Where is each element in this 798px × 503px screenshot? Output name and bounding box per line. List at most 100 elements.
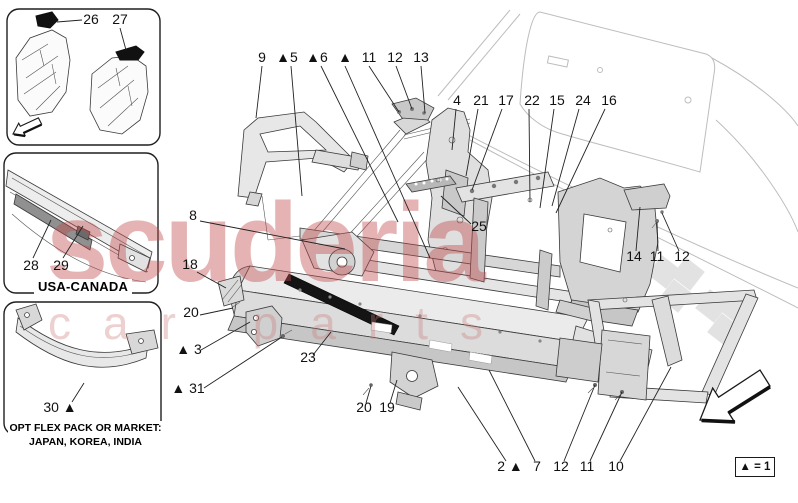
callout-26: 26 bbox=[56, 11, 99, 27]
leader-line bbox=[635, 206, 641, 252]
callout-label: 11 bbox=[650, 248, 665, 264]
big-arrow-icon bbox=[699, 369, 771, 424]
callout-label: 14 bbox=[626, 248, 642, 264]
callout-label: 16 bbox=[601, 92, 617, 108]
part-18-bracket bbox=[217, 275, 245, 307]
leader-line bbox=[465, 108, 479, 177]
callout-label: 18 bbox=[182, 256, 198, 272]
leader-line bbox=[440, 195, 472, 225]
leader-line bbox=[62, 225, 84, 259]
callout-label: 11 bbox=[580, 458, 595, 474]
callout-28: 28 bbox=[23, 219, 52, 273]
leader-line bbox=[395, 65, 413, 110]
leader-line bbox=[56, 19, 83, 23]
leader-line bbox=[71, 382, 85, 403]
callout-21: 21 bbox=[465, 92, 489, 177]
leader-line bbox=[555, 108, 606, 214]
callout-label: 29 bbox=[53, 257, 69, 273]
leader-line bbox=[589, 391, 623, 462]
callout-2: 2 ▲ bbox=[457, 386, 523, 474]
callout-label: 28 bbox=[23, 257, 39, 273]
callout-12b: 12 bbox=[553, 384, 596, 474]
callout-12a: 12 bbox=[387, 49, 413, 110]
part-29-clip bbox=[75, 225, 91, 241]
callout-label: 15 bbox=[549, 92, 565, 108]
leader-line bbox=[551, 108, 580, 207]
opt-flex-caption-line2: JAPAN, KOREA, INDIA bbox=[29, 436, 142, 448]
leader-line bbox=[451, 108, 457, 151]
part-25-perforated-strip bbox=[405, 175, 457, 193]
callout-11c: 11 bbox=[650, 221, 665, 264]
callout-label: 22 bbox=[524, 92, 540, 108]
leader-line bbox=[199, 220, 346, 250]
callout-23: 23 bbox=[300, 331, 332, 365]
leader-line bbox=[312, 331, 332, 356]
part-26-pad bbox=[35, 11, 59, 29]
opt-flex-caption-line1: OPT FLEX PACK OR MARKET: bbox=[9, 422, 162, 434]
leader-line bbox=[32, 219, 52, 259]
callout-19: 19 bbox=[379, 379, 398, 415]
callout-label: 12 bbox=[553, 458, 569, 474]
leader-line bbox=[203, 336, 283, 389]
opt-flex-caption: OPT FLEX PACK OR MARKET: JAPAN, KOREA, I… bbox=[8, 421, 163, 449]
leader-line bbox=[196, 271, 227, 289]
usa-canada-caption: USA-CANADA bbox=[34, 279, 132, 294]
callout-label: 13 bbox=[413, 49, 429, 65]
callout-3: ▲ 3 bbox=[176, 321, 251, 357]
callout-label: 30 ▲ bbox=[43, 399, 76, 415]
callout-label: 2 ▲ bbox=[497, 458, 523, 474]
callout-label: 4 bbox=[453, 92, 461, 108]
callout-9: 9 bbox=[255, 49, 266, 119]
callout-20L: 20 bbox=[183, 304, 234, 320]
callout-label: 7 bbox=[533, 458, 541, 474]
callout-16: 16 bbox=[555, 92, 617, 214]
callout-tri: ▲ bbox=[338, 49, 431, 259]
part-23-black-bar bbox=[283, 273, 400, 336]
callout-label: 12 bbox=[387, 49, 403, 65]
callout-label: 26 bbox=[83, 11, 99, 27]
callout-13: 13 bbox=[413, 49, 429, 114]
callout-label: 10 bbox=[608, 458, 624, 474]
callout-label: 9 bbox=[258, 49, 266, 65]
leader-line bbox=[344, 65, 431, 259]
callout-27: 27 bbox=[112, 11, 128, 51]
callout-10: 10 bbox=[608, 366, 672, 474]
callout-label: ▲ 31 bbox=[171, 380, 205, 396]
part-27-pad bbox=[115, 45, 145, 61]
callout-label: 11 bbox=[362, 49, 377, 65]
pillar-brackets-art bbox=[12, 11, 149, 138]
callout-label: 20 bbox=[183, 304, 199, 320]
callout-20R: 20 bbox=[356, 385, 372, 415]
part-28-sill-panel bbox=[13, 193, 93, 251]
leader-line bbox=[420, 65, 426, 114]
leader-line bbox=[368, 65, 400, 113]
callout-label: ▲ 3 bbox=[176, 341, 202, 357]
callout-18: 18 bbox=[182, 256, 227, 289]
callout-label: 24 bbox=[575, 92, 591, 108]
callout-11b: 11 bbox=[580, 391, 623, 474]
callout-label: 17 bbox=[498, 92, 514, 108]
leader-line bbox=[255, 65, 263, 119]
callout-30: 30 ▲ bbox=[43, 382, 85, 415]
inset-box-brackets bbox=[6, 8, 161, 146]
callout-5: ▲5 bbox=[276, 49, 303, 197]
callout-11a: 11 bbox=[362, 49, 400, 113]
callout-label: 25 bbox=[471, 218, 487, 234]
leader-line bbox=[619, 366, 672, 462]
chassis-frame bbox=[217, 97, 759, 411]
leader-line bbox=[389, 379, 398, 404]
leader-line bbox=[320, 65, 399, 223]
callout-label: 20 bbox=[356, 399, 372, 415]
callout-label: ▲6 bbox=[306, 49, 328, 65]
leader-line bbox=[119, 27, 127, 51]
callout-25: 25 bbox=[440, 195, 487, 234]
callout-24: 24 bbox=[551, 92, 591, 207]
callout-label: 19 bbox=[379, 399, 395, 415]
leader-line bbox=[199, 307, 234, 316]
callout-14: 14 bbox=[626, 206, 642, 264]
opt-flex-beam-art bbox=[15, 303, 159, 368]
callout-29: 29 bbox=[53, 225, 84, 273]
